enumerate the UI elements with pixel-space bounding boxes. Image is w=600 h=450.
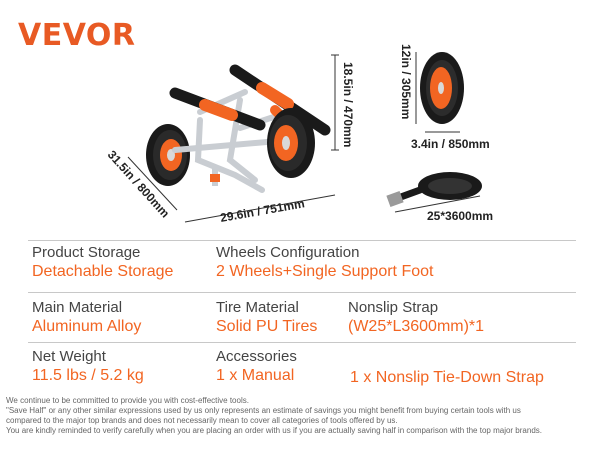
cart-right-wheel [267, 108, 315, 178]
spec-value: 2 Wheels+Single Support Foot [216, 263, 434, 280]
disclaimer-text: We continue to be committed to provide y… [6, 396, 596, 436]
disclaimer-line: compared to the major top brands and doe… [6, 416, 398, 425]
divider-row-1 [28, 292, 576, 293]
cart-width-label: 29.6in / 751mm [219, 196, 306, 225]
specs-table: Product Storage Detachable Storage Wheel… [32, 244, 592, 400]
spec-value: 1 x Manual [216, 367, 295, 384]
spec-value: (W25*L3600mm)*1 [348, 318, 485, 335]
spec-label: Tire Material [216, 299, 299, 316]
spec-value: 11.5 lbs / 5.2 kg [32, 367, 144, 384]
cart-height-label: 18.5in / 470mm [341, 62, 355, 147]
product-illustration: 18.5in / 470mm 31.5in / 800mm 29.6in / 7… [105, 44, 493, 225]
spec-value: Solid PU Tires [216, 318, 318, 335]
spec-label: Accessories [216, 348, 297, 365]
divider-row-2 [28, 342, 576, 343]
spec-nonslip-strap: Nonslip Strap (W25*L3600mm)*1 [348, 299, 484, 336]
disclaimer-line: We continue to be committed to provide y… [6, 396, 249, 405]
spec-label: Wheels Configuration [216, 244, 360, 261]
strap-detail-image: 25*3600mm [386, 172, 493, 223]
spec-label: Main Material [32, 299, 123, 316]
spec-tire-material: Tire Material Solid PU Tires [216, 299, 317, 336]
cart-left-wheel [146, 124, 190, 186]
depth-dimension-line [127, 156, 178, 211]
wheel-detail-image: 12in / 305mm 3.4in / 850mm [399, 44, 490, 151]
spec-value: Detachable Storage [32, 263, 174, 280]
spec-net-weight: Net Weight 11.5 lbs / 5.2 kg [32, 348, 144, 385]
disclaimer-line: "Save Half" or any other similar express… [6, 406, 521, 415]
spec-wheels-configuration: Wheels Configuration 2 Wheels+Single Sup… [216, 244, 433, 281]
spec-product-storage: Product Storage Detachable Storage [32, 244, 173, 281]
spec-accessories: Accessories 1 x Manual [216, 348, 297, 385]
specs-row-1: Product Storage Detachable Storage Wheel… [32, 244, 592, 296]
strap-dimension-line [394, 195, 481, 213]
wheel-width-label: 3.4in / 850mm [411, 137, 490, 151]
cart-support-foot-tag [210, 174, 220, 182]
spec-accessories-extra: 1 x Nonslip Tie-Down Strap [350, 367, 544, 387]
divider-top [28, 240, 576, 241]
disclaimer-line: You are kindly reminded to verify carefu… [6, 426, 542, 435]
spec-main-material: Main Material Aluminum Alloy [32, 299, 141, 336]
spec-label: Net Weight [32, 348, 106, 365]
width-dimension-line [184, 194, 336, 223]
spec-label: Nonslip Strap [348, 299, 439, 316]
spec-value: 1 x Nonslip Tie-Down Strap [350, 369, 544, 386]
specs-row-3: Net Weight 11.5 lbs / 5.2 kg Accessories… [32, 348, 592, 400]
spec-label: Product Storage [32, 244, 141, 261]
cart-pad-bars [169, 64, 331, 136]
spec-value: Aluminum Alloy [32, 318, 142, 335]
specs-row-2: Main Material Aluminum Alloy Tire Materi… [32, 299, 592, 351]
vevor-logo: VEVOR [18, 18, 136, 53]
kayak-cart-image: 18.5in / 470mm 31.5in / 800mm 29.6in / 7… [105, 54, 355, 225]
strap-size-label: 25*3600mm [427, 209, 493, 223]
wheel-diameter-label: 12in / 305mm [399, 44, 413, 119]
